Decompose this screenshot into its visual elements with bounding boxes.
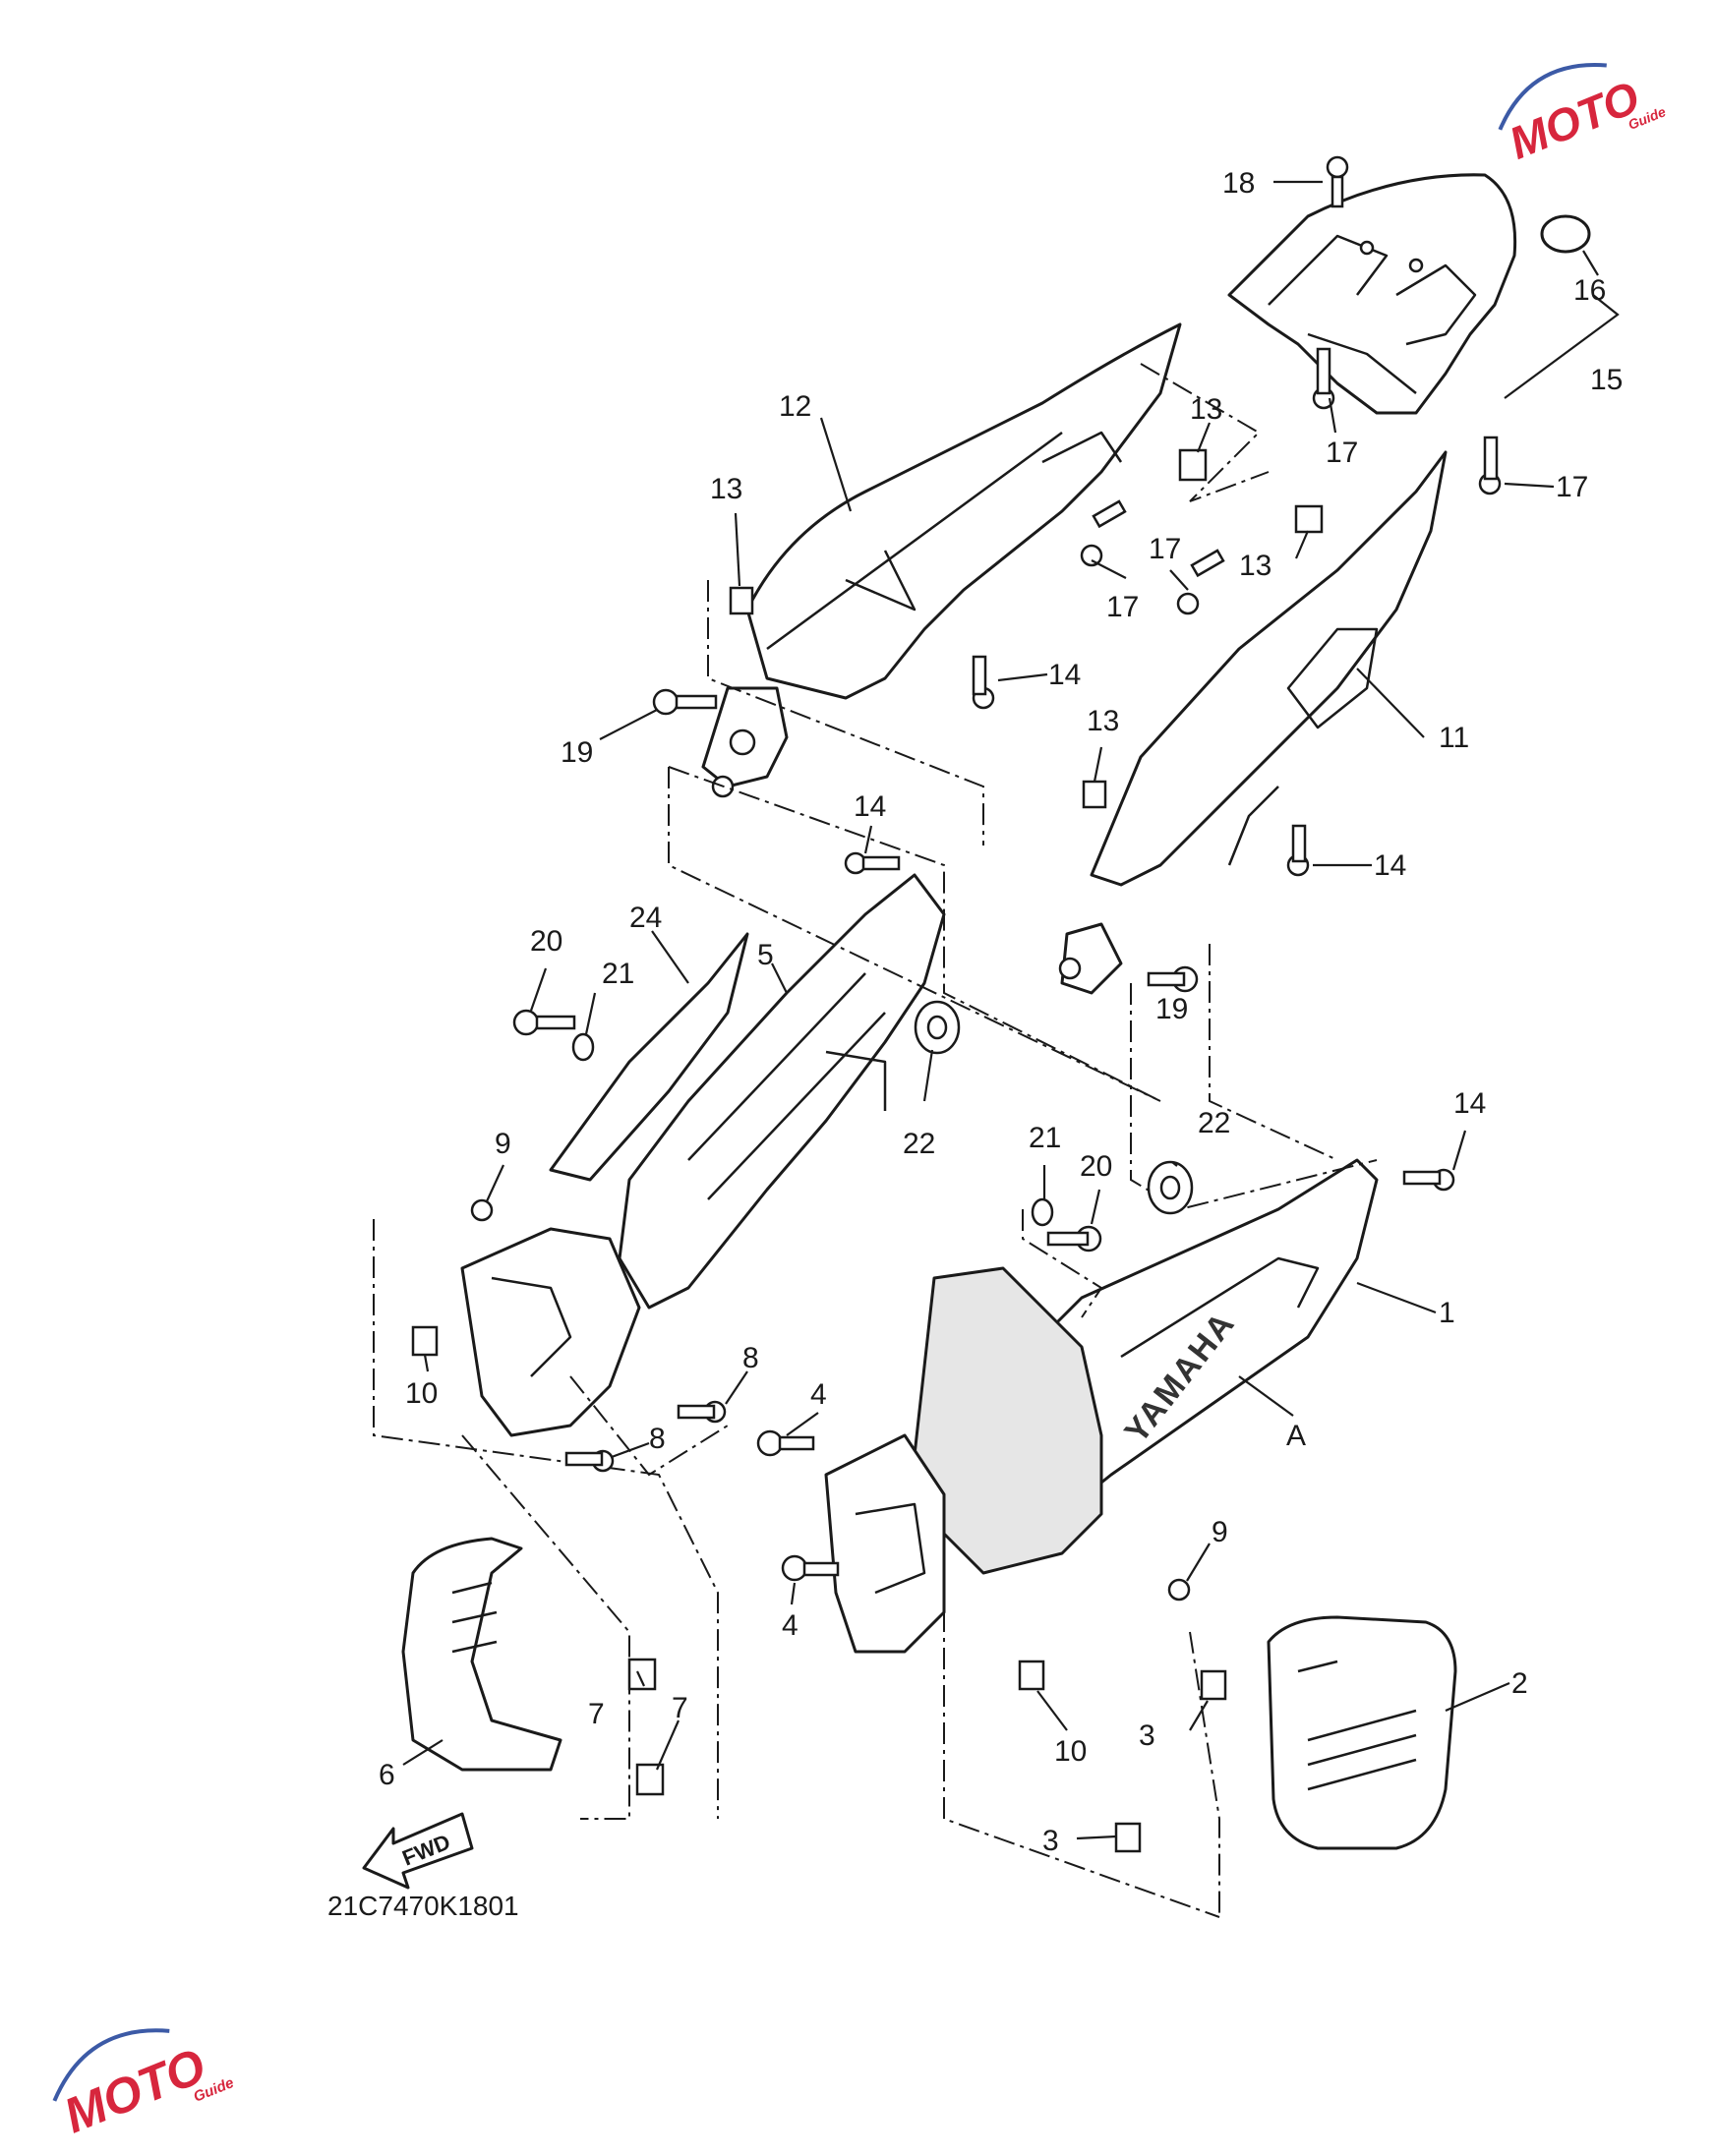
diagram-code: 21C7470K1801 xyxy=(327,1891,519,1921)
callout-13: 13 xyxy=(1087,705,1119,737)
fwd-arrow: FWD xyxy=(362,1812,474,1890)
callout-14: 14 xyxy=(1453,1087,1486,1120)
callout-4: 4 xyxy=(810,1378,827,1411)
callout-21: 21 xyxy=(602,958,634,990)
callout-21: 21 xyxy=(1029,1122,1061,1154)
part-lower-cover-left xyxy=(401,1537,562,1772)
leader-lines xyxy=(402,180,1620,1840)
part-main-side-cover-right: YAMAHA xyxy=(913,1158,1379,1575)
watermark-brand: MOTO xyxy=(56,2038,212,2144)
callout-11: 11 xyxy=(1439,722,1469,754)
part-decal-strip xyxy=(549,932,749,1182)
part-upper-side-cover-right xyxy=(1058,450,1448,995)
callout-3: 3 xyxy=(1139,1719,1155,1752)
fasteners xyxy=(411,155,1502,1853)
callout-17: 17 xyxy=(1149,533,1181,565)
callout-13: 13 xyxy=(1190,393,1222,426)
watermark-brand: MOTO xyxy=(1502,71,1646,169)
callout-22: 22 xyxy=(1198,1107,1230,1139)
callout-4: 4 xyxy=(782,1609,798,1642)
callout-13: 13 xyxy=(1239,550,1271,582)
callout-7: 7 xyxy=(672,1692,688,1724)
callout-10: 10 xyxy=(1054,1735,1087,1768)
callout-17: 17 xyxy=(1326,437,1358,469)
part-lower-cover-right xyxy=(1267,1615,1457,1850)
callout-20: 20 xyxy=(530,925,562,958)
callout-8: 8 xyxy=(742,1342,759,1374)
part-left-bracket xyxy=(460,1227,641,1437)
callout-9: 9 xyxy=(1212,1516,1228,1548)
callout-A: A xyxy=(1286,1420,1306,1452)
callout-17: 17 xyxy=(1556,471,1588,503)
callout-17: 17 xyxy=(1106,591,1139,623)
part-tail-cowl xyxy=(1227,173,1517,415)
callout-8: 8 xyxy=(649,1423,666,1455)
callout-5: 5 xyxy=(757,939,774,971)
callout-labels: 1 2 3 3 4 4 5 6 7 7 8 8 9 9 10 10 11 12 … xyxy=(379,167,1623,1857)
callout-14: 14 xyxy=(1048,659,1081,691)
callout-22: 22 xyxy=(903,1128,935,1160)
callout-19: 19 xyxy=(561,736,593,769)
part-main-side-panel-left xyxy=(618,873,946,1310)
callout-14: 14 xyxy=(1374,849,1406,882)
callout-16: 16 xyxy=(1573,274,1606,307)
callout-14: 14 xyxy=(854,790,886,823)
callout-20: 20 xyxy=(1080,1150,1112,1183)
callout-24: 24 xyxy=(629,902,662,934)
callout-12: 12 xyxy=(779,390,811,423)
part-upper-side-cover-left xyxy=(701,322,1182,798)
part-cap xyxy=(1540,214,1591,254)
callout-9: 9 xyxy=(495,1128,511,1160)
callout-3: 3 xyxy=(1042,1825,1059,1857)
callout-15: 15 xyxy=(1590,364,1623,396)
callout-10: 10 xyxy=(405,1377,438,1410)
watermark-logo-bottom: MOTO Guide xyxy=(52,2028,236,2144)
callout-7: 7 xyxy=(588,1698,605,1730)
watermark-logo-top: MOTO Guide xyxy=(1498,63,1668,169)
callout-2: 2 xyxy=(1511,1667,1528,1700)
part-right-bracket xyxy=(824,1433,946,1654)
callout-6: 6 xyxy=(379,1759,395,1791)
callout-13: 13 xyxy=(710,473,742,505)
callout-18: 18 xyxy=(1222,167,1255,200)
callout-19: 19 xyxy=(1155,993,1188,1025)
callout-1: 1 xyxy=(1439,1297,1455,1329)
